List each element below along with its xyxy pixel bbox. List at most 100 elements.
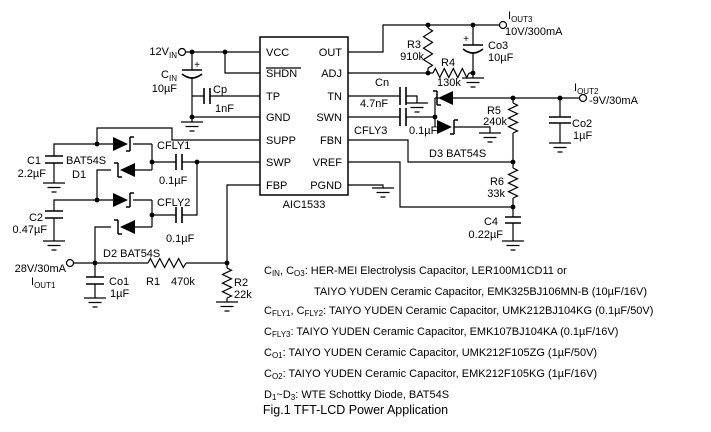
ground-icon bbox=[479, 132, 501, 143]
terminal-iout1 bbox=[65, 258, 75, 268]
label-c4-value: 0.22µF bbox=[469, 229, 504, 241]
label-r2-name: R2 bbox=[234, 277, 248, 289]
label-r3-value: 910k bbox=[400, 51, 424, 63]
pin-tp: TP bbox=[266, 91, 280, 103]
component-notes: CIN, CO3: HER-MEI Electrolysis Capacitor… bbox=[264, 262, 653, 407]
note-line: CIN, CO3: HER-MEI Electrolysis Capacitor… bbox=[264, 265, 567, 278]
ground-symbols bbox=[43, 77, 571, 312]
label-r3-name: R3 bbox=[407, 39, 421, 51]
label-iout3-rating: 10V/300mA bbox=[505, 26, 563, 38]
capacitor-c1 bbox=[45, 155, 63, 164]
resistor-r2 bbox=[221, 267, 233, 299]
ground-icon bbox=[549, 142, 571, 153]
label-c1-value: 2.2µF bbox=[18, 168, 47, 180]
ground-icon bbox=[181, 121, 203, 132]
label-cp-name: Cp bbox=[213, 84, 227, 96]
pin-vcc: VCC bbox=[266, 47, 289, 59]
label-co3-name: Co3 bbox=[488, 40, 508, 52]
resistor-r3 bbox=[422, 27, 434, 69]
note-line: CO1: TAIYO YUDEN Ceramic Capacitor, UMK2… bbox=[264, 347, 598, 360]
label-iout1-name: IOUT1 bbox=[31, 276, 56, 290]
label-iout2-name: IOUT2 bbox=[574, 82, 599, 96]
note-line: TAIYO YUDEN Ceramic Capacitor, EMK325BJ1… bbox=[314, 286, 647, 298]
label-r1-value: 470k bbox=[171, 276, 195, 288]
ground-icon bbox=[462, 77, 484, 88]
ground-icon bbox=[406, 102, 428, 113]
pin-adj: ADJ bbox=[321, 68, 342, 80]
diode-d1 bbox=[113, 136, 135, 178]
ground-icon bbox=[372, 187, 394, 198]
label-co1-name: Co1 bbox=[109, 276, 129, 288]
label-co2-value: 1µF bbox=[573, 130, 592, 142]
label-iout3-name: IOUT3 bbox=[508, 10, 533, 24]
label-r5-value: 240k bbox=[483, 116, 507, 128]
label-iout1-rating: 28V/30mA bbox=[15, 263, 67, 275]
label-cn-name: Cn bbox=[375, 77, 389, 89]
plus-icon: + bbox=[194, 60, 200, 71]
label-c2-name: C2 bbox=[29, 212, 43, 224]
label-r5-name: R5 bbox=[487, 105, 501, 117]
diode-d3 bbox=[433, 90, 458, 135]
label-cn-value: 4.7nF bbox=[360, 98, 388, 110]
capacitor-co3 bbox=[462, 44, 484, 54]
plus-icon: + bbox=[463, 34, 469, 45]
junction-dots bbox=[92, 22, 563, 266]
pin-tn: TN bbox=[327, 91, 342, 103]
note-line: CO2: TAIYO YUDEN Ceramic Capacitor, EMK2… bbox=[264, 368, 598, 381]
capacitor-cn bbox=[399, 87, 407, 105]
label-co3-value: 10µF bbox=[488, 52, 514, 64]
capacitor-cfly3 bbox=[399, 108, 407, 126]
label-co2-name: Co2 bbox=[572, 118, 592, 130]
label-12vin: 12VIN bbox=[149, 46, 177, 60]
label-d1-part: BAT54S bbox=[66, 155, 106, 167]
label-d2: D2 BAT54S bbox=[103, 248, 160, 260]
label-r4-value: 130k bbox=[437, 77, 461, 89]
label-cfly3-value: 0.1µF bbox=[409, 125, 438, 137]
terminals bbox=[65, 20, 588, 268]
label-d1-name: D1 bbox=[72, 169, 86, 181]
resistor-r6 bbox=[507, 167, 519, 199]
ground-icon bbox=[43, 240, 65, 251]
capacitor-co2 bbox=[549, 116, 571, 124]
label-r6-name: R6 bbox=[490, 176, 504, 188]
ground-icon bbox=[84, 297, 106, 308]
ground-icon bbox=[216, 301, 238, 312]
pin-gnd: GND bbox=[266, 112, 291, 124]
terminal-iout3 bbox=[498, 20, 508, 30]
terminal-12v bbox=[177, 47, 187, 57]
label-cfly3-name: CFLY3 bbox=[354, 125, 387, 137]
pin-pgnd: PGND bbox=[310, 180, 342, 192]
note-line: D1~D3: WTE Schottky Diode, BAT54S bbox=[264, 389, 450, 402]
label-cfly1-name: CFLY1 bbox=[157, 140, 190, 152]
label-cfly1-value: 0.1µF bbox=[159, 175, 188, 187]
pin-vref: VREF bbox=[313, 157, 343, 169]
label-r2-value: 22k bbox=[234, 289, 252, 301]
label-co1-value: 1µF bbox=[110, 288, 129, 300]
label-r6-value: 33k bbox=[487, 188, 505, 200]
label-c4-name: C4 bbox=[484, 216, 498, 228]
diode-d2 bbox=[113, 192, 135, 235]
capacitor-cfly2 bbox=[175, 207, 183, 223]
label-cin-name: CIN bbox=[161, 69, 177, 83]
capacitor-cin bbox=[181, 69, 203, 79]
label-cfly2-value: 0.1µF bbox=[166, 233, 195, 245]
ic-aic1533: VCC SHDN TP GND SUPP SWP FBP OUT ADJ TN … bbox=[259, 36, 349, 211]
capacitor-c2 bbox=[45, 210, 63, 219]
pin-fbp: FBP bbox=[266, 180, 287, 192]
label-r4-name: R4 bbox=[441, 57, 455, 69]
pin-swn: SWN bbox=[316, 112, 342, 124]
ic-part-number: AIC1533 bbox=[283, 199, 326, 211]
pin-out: OUT bbox=[319, 47, 343, 59]
pin-shdn: SHDN bbox=[266, 68, 297, 80]
labels: 12VIN CIN 10µF + Cp 1nF C1 2.2µF BAT54S … bbox=[13, 10, 639, 301]
pin-supp: SUPP bbox=[266, 135, 296, 147]
ground-icon bbox=[43, 182, 65, 193]
label-c1-name: C1 bbox=[27, 155, 41, 167]
capacitor-cfly1 bbox=[175, 154, 183, 170]
pin-fbn: FBN bbox=[320, 135, 342, 147]
resistor-r1 bbox=[147, 257, 187, 269]
capacitor-cp bbox=[203, 88, 211, 104]
pin-swp: SWP bbox=[266, 157, 291, 169]
figure-caption: Fig.1 TFT-LCD Power Application bbox=[262, 403, 449, 417]
